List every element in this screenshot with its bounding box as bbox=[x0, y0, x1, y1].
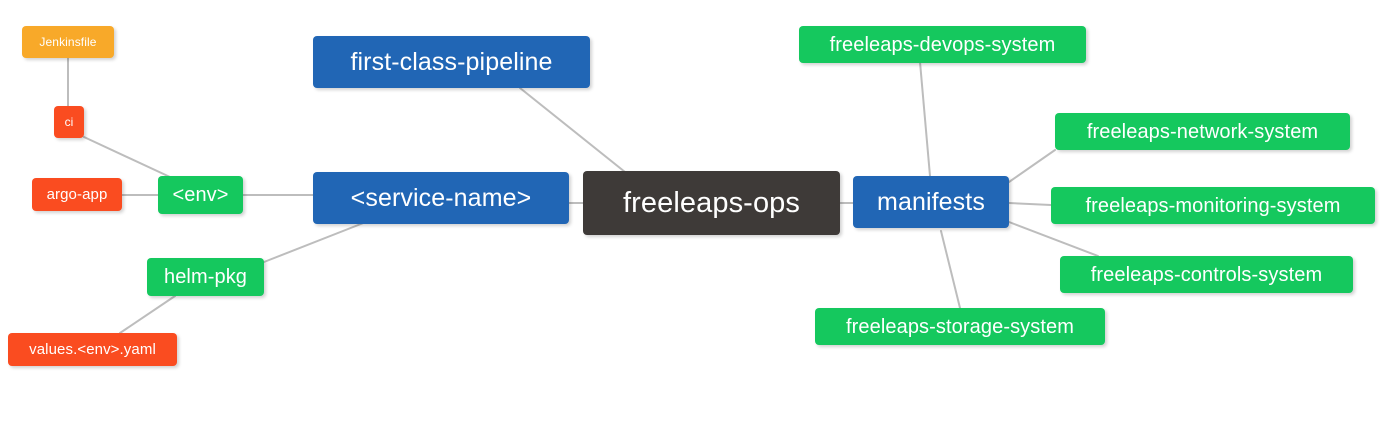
node-freeleaps-network-system[interactable]: freeleaps-network-system bbox=[1055, 113, 1350, 150]
node-freeleaps-controls-system[interactable]: freeleaps-controls-system bbox=[1060, 256, 1353, 293]
node-argo-app-label: argo-app bbox=[46, 186, 108, 203]
edge-helmpkg-servicename bbox=[263, 219, 372, 263]
node-service-name[interactable]: <service-name> bbox=[313, 172, 569, 224]
node-freeleaps-controls-system-label: freeleaps-controls-system bbox=[1090, 263, 1323, 286]
edge-valuesyaml-helmpkg bbox=[119, 295, 176, 334]
node-root-label: freeleaps-ops bbox=[622, 186, 800, 219]
edge-manifests-monitoringsystem bbox=[1008, 202, 1052, 206]
node-argo-app[interactable]: argo-app bbox=[32, 178, 122, 211]
edge-ci-env bbox=[83, 136, 171, 178]
node-env-label: <env> bbox=[172, 184, 229, 206]
node-freeleaps-storage-system[interactable]: freeleaps-storage-system bbox=[815, 308, 1105, 345]
node-manifests-label: manifests bbox=[877, 187, 985, 216]
node-ci[interactable]: ci bbox=[54, 106, 84, 138]
edge-manifests-networksystem bbox=[1008, 149, 1056, 183]
node-values-yaml-label: values.<env>.yaml bbox=[29, 341, 156, 358]
node-freeleaps-network-system-label: freeleaps-network-system bbox=[1086, 120, 1319, 143]
node-values-yaml[interactable]: values.<env>.yaml bbox=[8, 333, 177, 366]
node-env[interactable]: <env> bbox=[158, 176, 243, 214]
edge-manifests-storagesystem bbox=[940, 230, 961, 309]
edge-firstclasspipeline-root bbox=[519, 87, 626, 173]
node-first-class-pipeline[interactable]: first-class-pipeline bbox=[313, 36, 590, 88]
node-ci-label: ci bbox=[64, 115, 74, 129]
node-freeleaps-monitoring-system-label: freeleaps-monitoring-system bbox=[1085, 194, 1341, 217]
node-first-class-pipeline-label: first-class-pipeline bbox=[350, 47, 553, 76]
node-freeleaps-storage-system-label: freeleaps-storage-system bbox=[845, 315, 1075, 338]
node-freeleaps-devops-system[interactable]: freeleaps-devops-system bbox=[799, 26, 1086, 63]
node-service-name-label: <service-name> bbox=[350, 183, 532, 212]
node-freeleaps-monitoring-system[interactable]: freeleaps-monitoring-system bbox=[1051, 187, 1375, 224]
node-jenkinsfile-label: Jenkinsfile bbox=[39, 35, 97, 49]
edge-manifests-controlssystem bbox=[1008, 221, 1099, 257]
node-helm-pkg-label: helm-pkg bbox=[163, 266, 248, 288]
node-helm-pkg[interactable]: helm-pkg bbox=[147, 258, 264, 296]
node-jenkinsfile[interactable]: Jenkinsfile bbox=[22, 26, 114, 58]
node-freeleaps-devops-system-label: freeleaps-devops-system bbox=[829, 33, 1056, 56]
node-root-freeleaps-ops[interactable]: freeleaps-ops bbox=[583, 171, 840, 235]
node-manifests[interactable]: manifests bbox=[853, 176, 1009, 228]
edge-manifests-devopssystem bbox=[919, 61, 931, 177]
